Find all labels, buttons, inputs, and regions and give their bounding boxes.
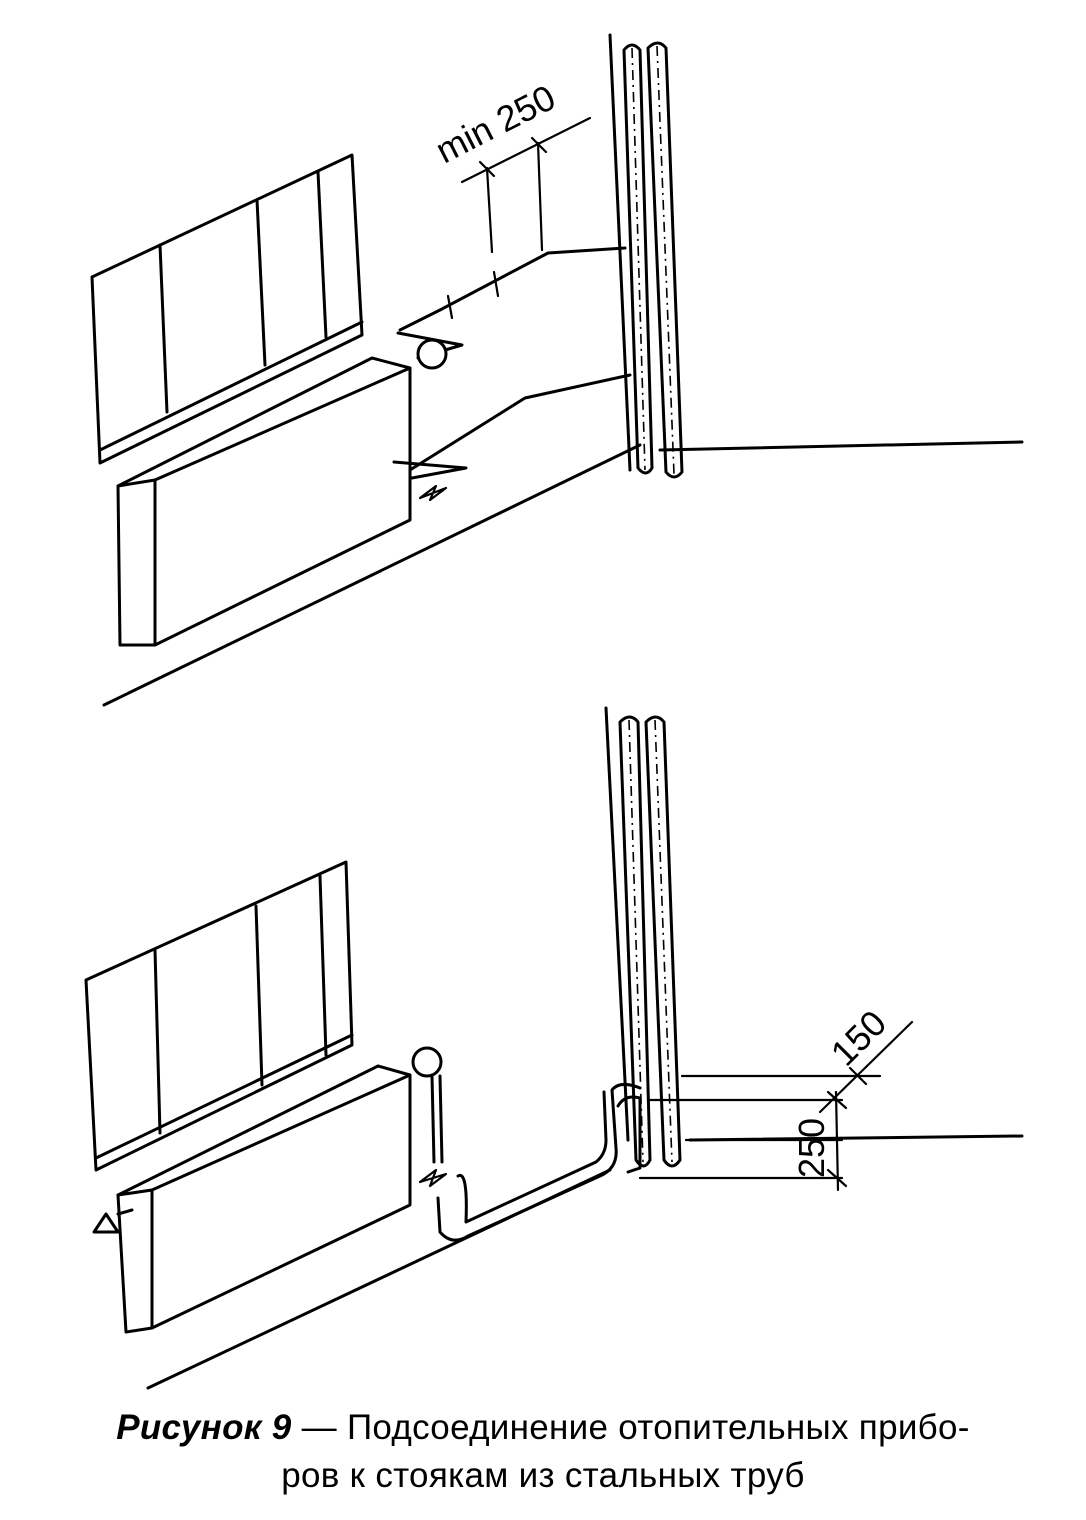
bottom-supply-vertical (430, 1074, 444, 1164)
bottom-return-run-inner (456, 1090, 608, 1224)
top-dimension: min 250 (429, 76, 592, 254)
bottom-window-frame (84, 860, 354, 1172)
bottom-return-pipe (436, 1083, 642, 1242)
bottom-riser-axis-2 (654, 719, 673, 1163)
bottom-riser-pipe-2 (644, 715, 682, 1168)
bottom-supply-top-fitting-icon (411, 1046, 443, 1078)
bottom-dim-tick-3 (826, 1168, 848, 1188)
top-supply-tick-1 (446, 294, 454, 320)
bottom-dimensions: 150 250 (638, 1002, 914, 1192)
top-floor-line-right (658, 440, 1024, 452)
figure-caption: Рисунок 9 — Подсоединение отопительных п… (40, 1404, 1046, 1500)
top-supply-valve-icon (416, 338, 448, 370)
top-riser-axis-2 (656, 45, 675, 475)
top-return-offset (392, 460, 468, 480)
bottom-radiator-front (116, 1073, 412, 1334)
bottom-window-sill (94, 1033, 354, 1160)
top-dim-tick-2 (530, 136, 548, 154)
top-riser-axis-1 (631, 47, 646, 471)
caption-title-part-1: Подсоединение отопительных прибо- (346, 1408, 970, 1447)
bottom-dim-line-vertical (834, 1090, 840, 1192)
top-return-branch (408, 373, 632, 472)
top-wall-corner-line (608, 33, 632, 472)
top-window-mullion-3 (316, 170, 328, 339)
top-radiator (116, 356, 412, 647)
bottom-supply-pipe (411, 1046, 448, 1188)
bottom-window (84, 860, 354, 1172)
top-riser-pipes (622, 41, 684, 479)
bottom-return-run-outer (436, 1083, 642, 1242)
bottom-wall-corner-line (604, 706, 630, 1142)
top-supply-branch (398, 246, 627, 332)
bottom-dim-tick-2 (826, 1090, 848, 1110)
caption-line-1: Рисунок 9 — Подсоединение отопительных п… (40, 1404, 1046, 1452)
bottom-window-mullion-3 (318, 874, 328, 1057)
top-radiator-front (116, 366, 412, 647)
top-diagram: min 250 (90, 33, 1024, 707)
top-supply-pipe (396, 246, 627, 370)
caption-line-2: ров к стоякам из стальных труб (281, 1456, 805, 1495)
top-riser-pipe-1 (622, 43, 654, 475)
bottom-return-connector (616, 1095, 642, 1174)
bottom-radiator (92, 1064, 412, 1334)
bottom-dim-label-250: 250 (791, 1118, 832, 1178)
top-return-pipe (392, 373, 632, 502)
bottom-supply-valve-icon (418, 1168, 448, 1188)
top-supply-tick-2 (492, 270, 500, 298)
top-riser-pipe-2 (646, 41, 684, 479)
bottom-radiator-air-valve-icon (92, 1208, 134, 1234)
top-return-valve-icon (418, 484, 448, 502)
bottom-radiator-top (116, 1064, 412, 1197)
top-floor-line-left (102, 443, 642, 707)
top-dim-label: min 250 (429, 76, 562, 171)
bottom-dim-label-150: 150 (823, 1002, 894, 1073)
top-window-mullion-1 (158, 243, 169, 414)
top-dim-line (460, 116, 592, 184)
top-radiator-top (116, 356, 412, 488)
top-window-sill (98, 320, 364, 452)
top-dim-extension-1 (485, 166, 494, 254)
top-dim-tick-1 (478, 160, 496, 178)
bottom-window-mullion-1 (153, 948, 162, 1135)
top-window (90, 153, 364, 465)
bottom-diagram: 150 250 (84, 706, 1024, 1390)
caption-dash: — (291, 1408, 347, 1447)
bottom-dim-tick-1 (848, 1066, 868, 1086)
bottom-window-mullion-2 (254, 904, 264, 1087)
top-dim-extension-2 (536, 141, 544, 252)
top-window-frame (90, 153, 364, 465)
top-window-mullion-2 (255, 198, 267, 367)
figure-label: Рисунок 9 (116, 1408, 292, 1447)
